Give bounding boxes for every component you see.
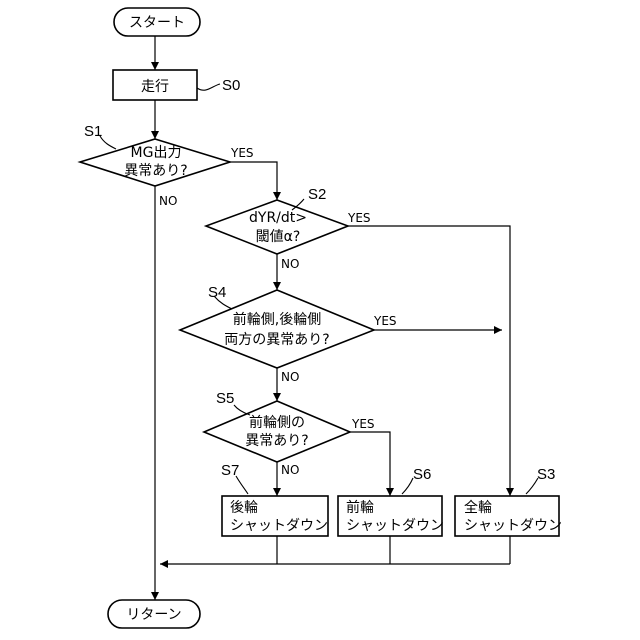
- start-label: スタート: [129, 15, 185, 31]
- s0-process: 走行 S0: [113, 70, 240, 100]
- s2-decision: dYR/dt> 閾値α? S2 YES NO: [206, 186, 371, 271]
- s4-text-line1: 前輪側,後輪側: [233, 311, 321, 328]
- s3-text-line1: 全輪: [464, 499, 492, 516]
- s5-text-line1: 前輪側の: [249, 414, 305, 431]
- s5-yes-label: YES: [351, 417, 375, 431]
- s7-step-id: S7: [221, 462, 239, 479]
- s5-text-line2: 異常あり?: [245, 433, 308, 449]
- s2-step-id: S2: [308, 186, 326, 203]
- s1-no-label: NO: [159, 194, 177, 208]
- s5-step-id: S5: [216, 390, 234, 407]
- s6-leader-line: [402, 478, 413, 494]
- arrow-s2-yes: [348, 226, 510, 496]
- s1-step-id: S1: [84, 123, 102, 140]
- s0-step-id: S0: [222, 77, 240, 94]
- s3-text-line2: シャットダウン: [464, 518, 562, 534]
- s0-leader-line: [197, 84, 220, 90]
- s6-process: 前輪 シャットダウン S6: [338, 466, 444, 536]
- s5-diamond: [204, 401, 350, 462]
- s2-diamond: [206, 200, 348, 254]
- s6-text-line1: 前輪: [346, 499, 374, 516]
- s3-process: 全輪 シャットダウン S3: [455, 466, 562, 536]
- s1-text-line2: 異常あり?: [124, 163, 187, 179]
- s4-yes-label: YES: [373, 314, 397, 328]
- s6-step-id: S6: [413, 466, 431, 483]
- start-terminal: スタート: [114, 8, 200, 36]
- s2-text-line1: dYR/dt>: [249, 210, 307, 226]
- s5-no-label: NO: [281, 463, 299, 477]
- s4-diamond: [180, 290, 374, 368]
- arrow-s1-yes: [230, 162, 277, 200]
- s2-text-line2: 閾値α?: [256, 229, 301, 245]
- end-terminal: リターン: [108, 600, 200, 628]
- s2-no-label: NO: [281, 257, 299, 271]
- s4-decision: 前輪側,後輪側 両方の異常あり? S4 YES NO: [180, 284, 397, 384]
- s4-text-line2: 両方の異常あり?: [224, 332, 329, 348]
- s1-text-line1: MG出力: [131, 145, 182, 161]
- s4-no-label: NO: [281, 370, 299, 384]
- s7-text-line1: 後輪: [230, 499, 258, 516]
- s7-process: 後輪 シャットダウン S7: [221, 462, 328, 536]
- s1-decision: MG出力 異常あり? S1 YES NO: [80, 123, 254, 208]
- s7-text-line2: シャットダウン: [230, 518, 328, 534]
- s1-yes-label: YES: [230, 146, 254, 160]
- s4-step-id: S4: [208, 284, 226, 301]
- s2-yes-label: YES: [347, 211, 371, 225]
- arrow-s5-yes: [350, 432, 390, 496]
- s0-label: 走行: [141, 79, 169, 95]
- s6-text-line2: シャットダウン: [346, 518, 444, 534]
- end-label: リターン: [126, 607, 181, 623]
- s1-leader-line: [100, 136, 116, 149]
- s3-step-id: S3: [537, 466, 555, 483]
